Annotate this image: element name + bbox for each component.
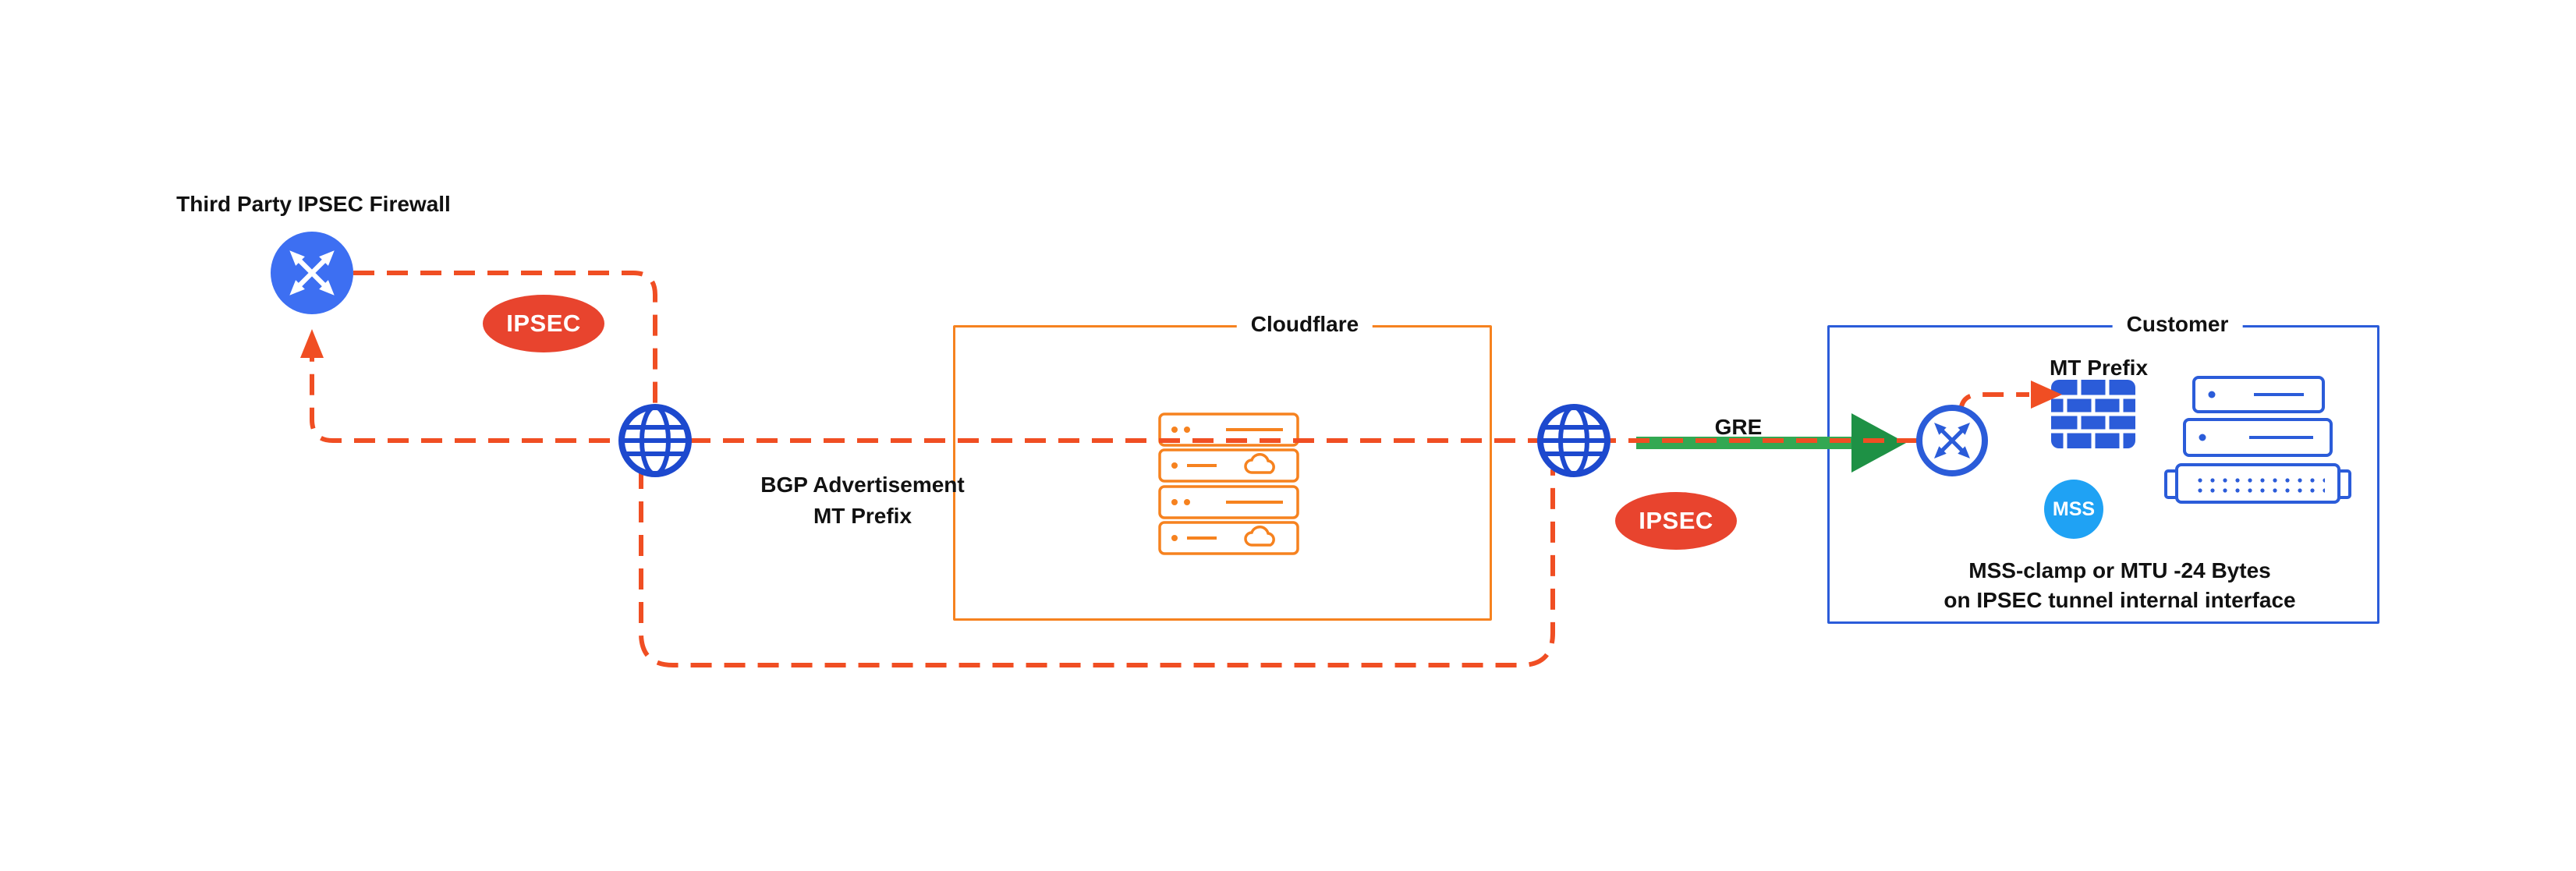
gre-label: GRE <box>1714 415 1763 439</box>
third-party-firewall-icon <box>271 232 353 314</box>
mss-note-line1: MSS-clamp or MTU -24 Bytes <box>1968 558 2271 582</box>
third-party-firewall-label: Third Party IPSEC Firewall <box>176 192 451 216</box>
ipsec-badge-left: IPSEC <box>483 295 604 352</box>
customer-boundary-box <box>1827 325 2379 624</box>
internet-globe-icon-right <box>1540 407 1607 474</box>
mss-note-line2: on IPSEC tunnel internal interface <box>1944 588 2296 612</box>
server-cloud-icon <box>1158 448 1299 483</box>
cloudflare-box-label: Cloudflare <box>1236 312 1373 337</box>
server-cloud-icon <box>1158 521 1299 555</box>
bgp-advertisement-label-line1: BGP Advertisement <box>760 473 965 497</box>
main-traffic-path <box>310 355 1918 443</box>
mss-badge: MSS <box>2044 480 2103 539</box>
server-vents-icon <box>2164 463 2351 504</box>
customer-router-icon <box>1916 405 1988 476</box>
cloudflare-boundary-box <box>953 325 1492 621</box>
arrow-up-icon <box>300 329 324 358</box>
ipsec-path-firewall-to-internet <box>353 271 657 404</box>
internet-globe-icon-left <box>622 407 689 474</box>
server-icon <box>1158 485 1299 519</box>
firewall-bricks-icon <box>2051 380 2135 448</box>
ipsec-badge-right: IPSEC <box>1615 492 1737 550</box>
customer-box-label: Customer <box>2112 312 2243 337</box>
server-icon <box>2192 376 2325 413</box>
cloudflare-server-stack <box>1158 412 1299 555</box>
return-path-loop <box>639 468 1555 667</box>
arrow-right-icon <box>2031 381 2062 409</box>
bgp-advertisement-label-line2: MT Prefix <box>813 504 912 528</box>
server-icon <box>2183 418 2333 457</box>
mt-prefix-label: MT Prefix <box>2049 356 2149 380</box>
server-icon <box>1158 412 1299 447</box>
customer-server-stack <box>2164 376 2351 504</box>
